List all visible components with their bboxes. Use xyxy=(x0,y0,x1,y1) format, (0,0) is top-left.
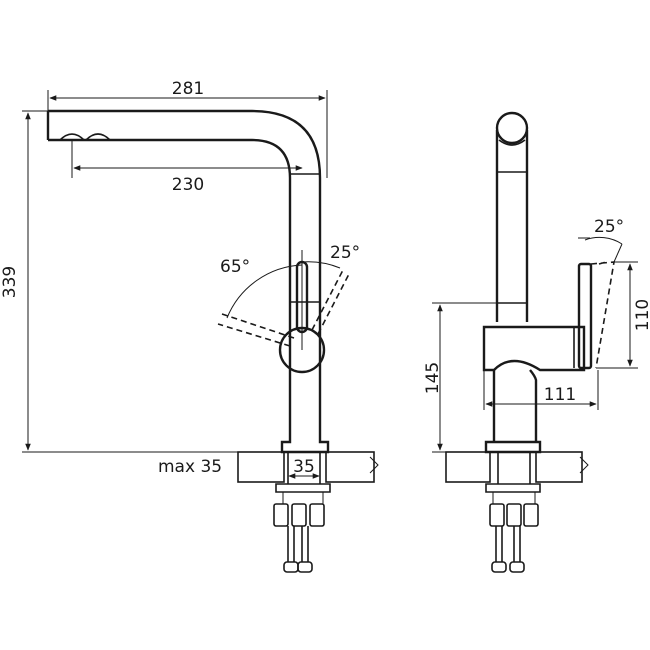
angle-label-25-right: 25° xyxy=(594,217,624,237)
countertop-left-a xyxy=(237,451,285,483)
dim-label-35: 35 xyxy=(293,457,315,477)
dim-label-281: 281 xyxy=(172,79,204,99)
handle-side-dashed xyxy=(590,261,615,369)
countertop-right-a xyxy=(445,451,491,483)
dim-label-230: 230 xyxy=(172,175,204,195)
dim-label-145: 145 xyxy=(423,362,443,394)
supply-hoses xyxy=(273,492,325,573)
angle-label-25-left: 25° xyxy=(330,243,360,263)
spout-side xyxy=(495,130,529,322)
countertop-left-b xyxy=(325,451,375,483)
angle-arc-65 xyxy=(226,264,303,319)
spout-top-end xyxy=(495,111,529,145)
dim-label-110: 110 xyxy=(633,299,650,331)
supply-hoses-side xyxy=(489,492,539,573)
angle-arc-25 xyxy=(301,261,341,269)
handle-side xyxy=(577,262,593,370)
handle-position-right xyxy=(311,269,350,335)
aerator-right-icon xyxy=(85,133,111,141)
dim-label-max-35: max 35 xyxy=(158,457,222,477)
body-column xyxy=(280,330,330,454)
countertop-right-b xyxy=(535,451,583,483)
left-view: 281 230 339 35 max 35 65° 25° xyxy=(0,79,379,573)
body-side xyxy=(482,325,586,372)
angle-label-65: 65° xyxy=(220,257,250,277)
angle-arc-25-right xyxy=(584,236,623,245)
handle-position-left xyxy=(217,313,295,347)
dim-label-339: 339 xyxy=(0,266,20,298)
spout-outline xyxy=(46,109,322,330)
dim-label-111: 111 xyxy=(544,385,576,405)
right-view: 145 111 110 25° xyxy=(423,111,650,573)
mount-shank xyxy=(275,452,331,493)
